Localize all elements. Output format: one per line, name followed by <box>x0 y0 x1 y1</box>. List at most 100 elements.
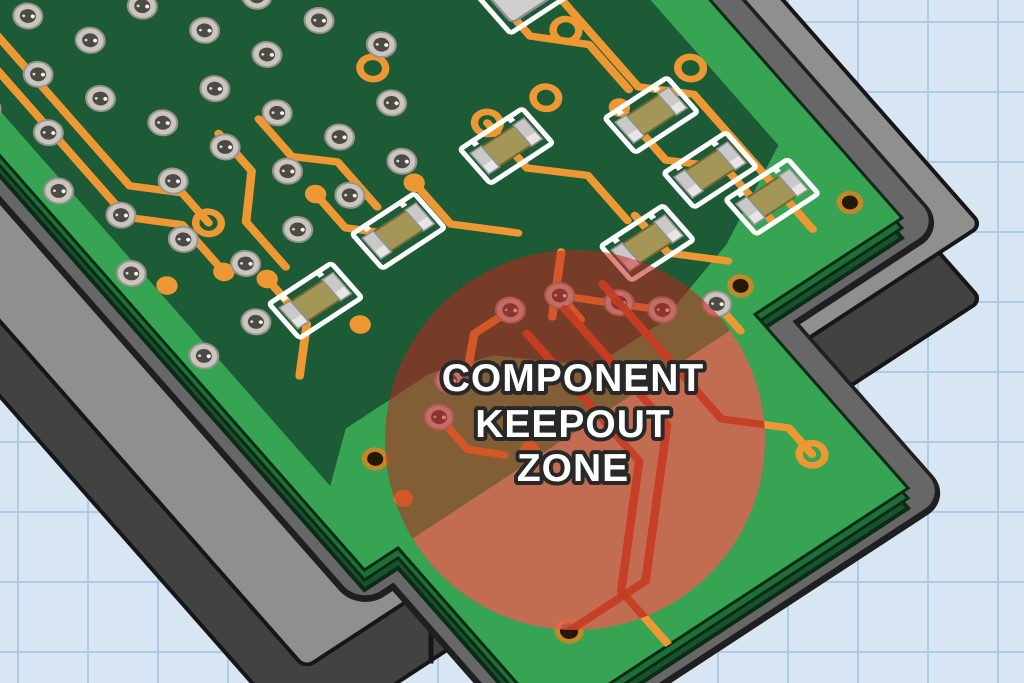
trace-end-ring <box>191 208 226 238</box>
mounting-hole <box>361 447 389 471</box>
pad-glint <box>186 237 191 242</box>
pad-hole <box>112 208 129 223</box>
pad-glint <box>333 135 337 139</box>
through-hole-pad <box>282 215 314 243</box>
through-hole-pad <box>32 119 64 147</box>
pad-hole <box>279 164 296 179</box>
chip-pad-tick <box>773 167 781 175</box>
trace-end-dot <box>403 173 425 193</box>
chip-terminal-shine <box>729 155 745 169</box>
chip-pad-tick <box>711 140 719 148</box>
pad-hole <box>311 13 328 28</box>
via-ring <box>356 53 390 83</box>
pad-glint <box>175 179 181 184</box>
via-ring <box>529 83 563 113</box>
pad-glint <box>125 271 129 275</box>
chip-terminal-shine <box>686 183 702 197</box>
through-hole-pad <box>386 147 418 175</box>
trace-end-dot <box>256 269 278 289</box>
pad-glint <box>219 145 223 149</box>
pad-glint <box>198 354 202 358</box>
pad-glint <box>281 169 285 173</box>
pad-glint <box>385 101 389 105</box>
chip-courtyard-outline <box>662 131 758 209</box>
chip-pad-tick <box>399 202 408 209</box>
pad-glint <box>30 14 35 19</box>
chip-pad-tick <box>616 109 625 117</box>
pad-glint <box>375 43 379 46</box>
through-hole-pad <box>334 181 366 209</box>
pad-glint <box>209 87 213 90</box>
through-hole-pad <box>230 250 262 278</box>
pad-hole <box>373 37 390 52</box>
through-hole-pad <box>147 109 179 137</box>
solder-mask-region <box>0 0 779 487</box>
pad-hole <box>196 23 213 38</box>
through-hole-pad <box>105 201 137 229</box>
pad-glint <box>134 271 139 276</box>
through-hole-pad <box>251 41 283 69</box>
through-hole-pad <box>22 60 54 88</box>
pad-glint <box>42 131 46 134</box>
pad-glint <box>404 159 409 164</box>
pad-hole <box>165 174 182 189</box>
copper-trace <box>0 0 229 276</box>
pad-glint <box>94 97 98 100</box>
copper-trace <box>0 0 213 227</box>
chip-terminal-shine <box>482 160 499 173</box>
pad-glint <box>145 4 150 9</box>
through-hole-pad <box>324 123 356 151</box>
through-hole-pad <box>241 0 273 10</box>
through-hole-pad <box>126 0 158 20</box>
pad-glint <box>711 302 715 305</box>
pad-hole <box>217 139 234 154</box>
pad-glint <box>84 38 88 42</box>
via-ring <box>549 15 583 45</box>
pad-glint <box>198 28 202 32</box>
pad-glint <box>342 135 347 140</box>
pad-hole <box>50 183 67 198</box>
through-hole-pad <box>43 177 75 205</box>
chip-courtyard-outline <box>458 107 554 185</box>
pad-hole <box>331 130 348 145</box>
pad-glint <box>167 179 171 183</box>
pad-hole <box>383 95 400 110</box>
pad-hole <box>341 188 358 203</box>
pad-glint <box>52 189 56 193</box>
chip-pad-tick <box>316 271 325 279</box>
chip-courtyard-outline <box>603 76 699 154</box>
pad-glint <box>321 18 327 23</box>
chip-pad-tick <box>280 295 289 302</box>
chip-courtyard-outline <box>350 192 446 270</box>
keepout-stripe-trace <box>598 280 765 458</box>
keepout-overlay <box>385 250 765 630</box>
through-hole-pad <box>365 31 397 59</box>
keepout-label-line-3: ZONE <box>517 447 629 490</box>
pad-glint <box>239 262 243 265</box>
pad-hole <box>92 91 109 106</box>
trace-end-ring <box>470 108 504 138</box>
pad-glint <box>280 111 285 116</box>
metal-component <box>465 0 568 35</box>
smd-chip <box>662 131 758 209</box>
smd-chip <box>267 261 364 340</box>
through-hole-pad <box>199 75 231 103</box>
through-hole-pad <box>84 85 116 113</box>
pad-hole <box>289 222 306 237</box>
pad-hole <box>134 0 151 14</box>
keepout-stripe-trace <box>560 305 672 630</box>
via-ring <box>674 53 708 83</box>
pad-glint <box>206 354 211 359</box>
keepout-label-line-1: COMPONENT <box>442 357 705 400</box>
pad-hole <box>708 296 725 311</box>
pad-hole <box>195 348 212 363</box>
pad-glint <box>250 320 254 323</box>
pad-glint <box>22 14 26 18</box>
through-hole-pad <box>188 342 220 370</box>
pad-glint <box>269 53 275 57</box>
chip-terminal-shine <box>525 132 541 145</box>
metal-body <box>479 0 554 23</box>
pad-glint <box>92 38 98 43</box>
